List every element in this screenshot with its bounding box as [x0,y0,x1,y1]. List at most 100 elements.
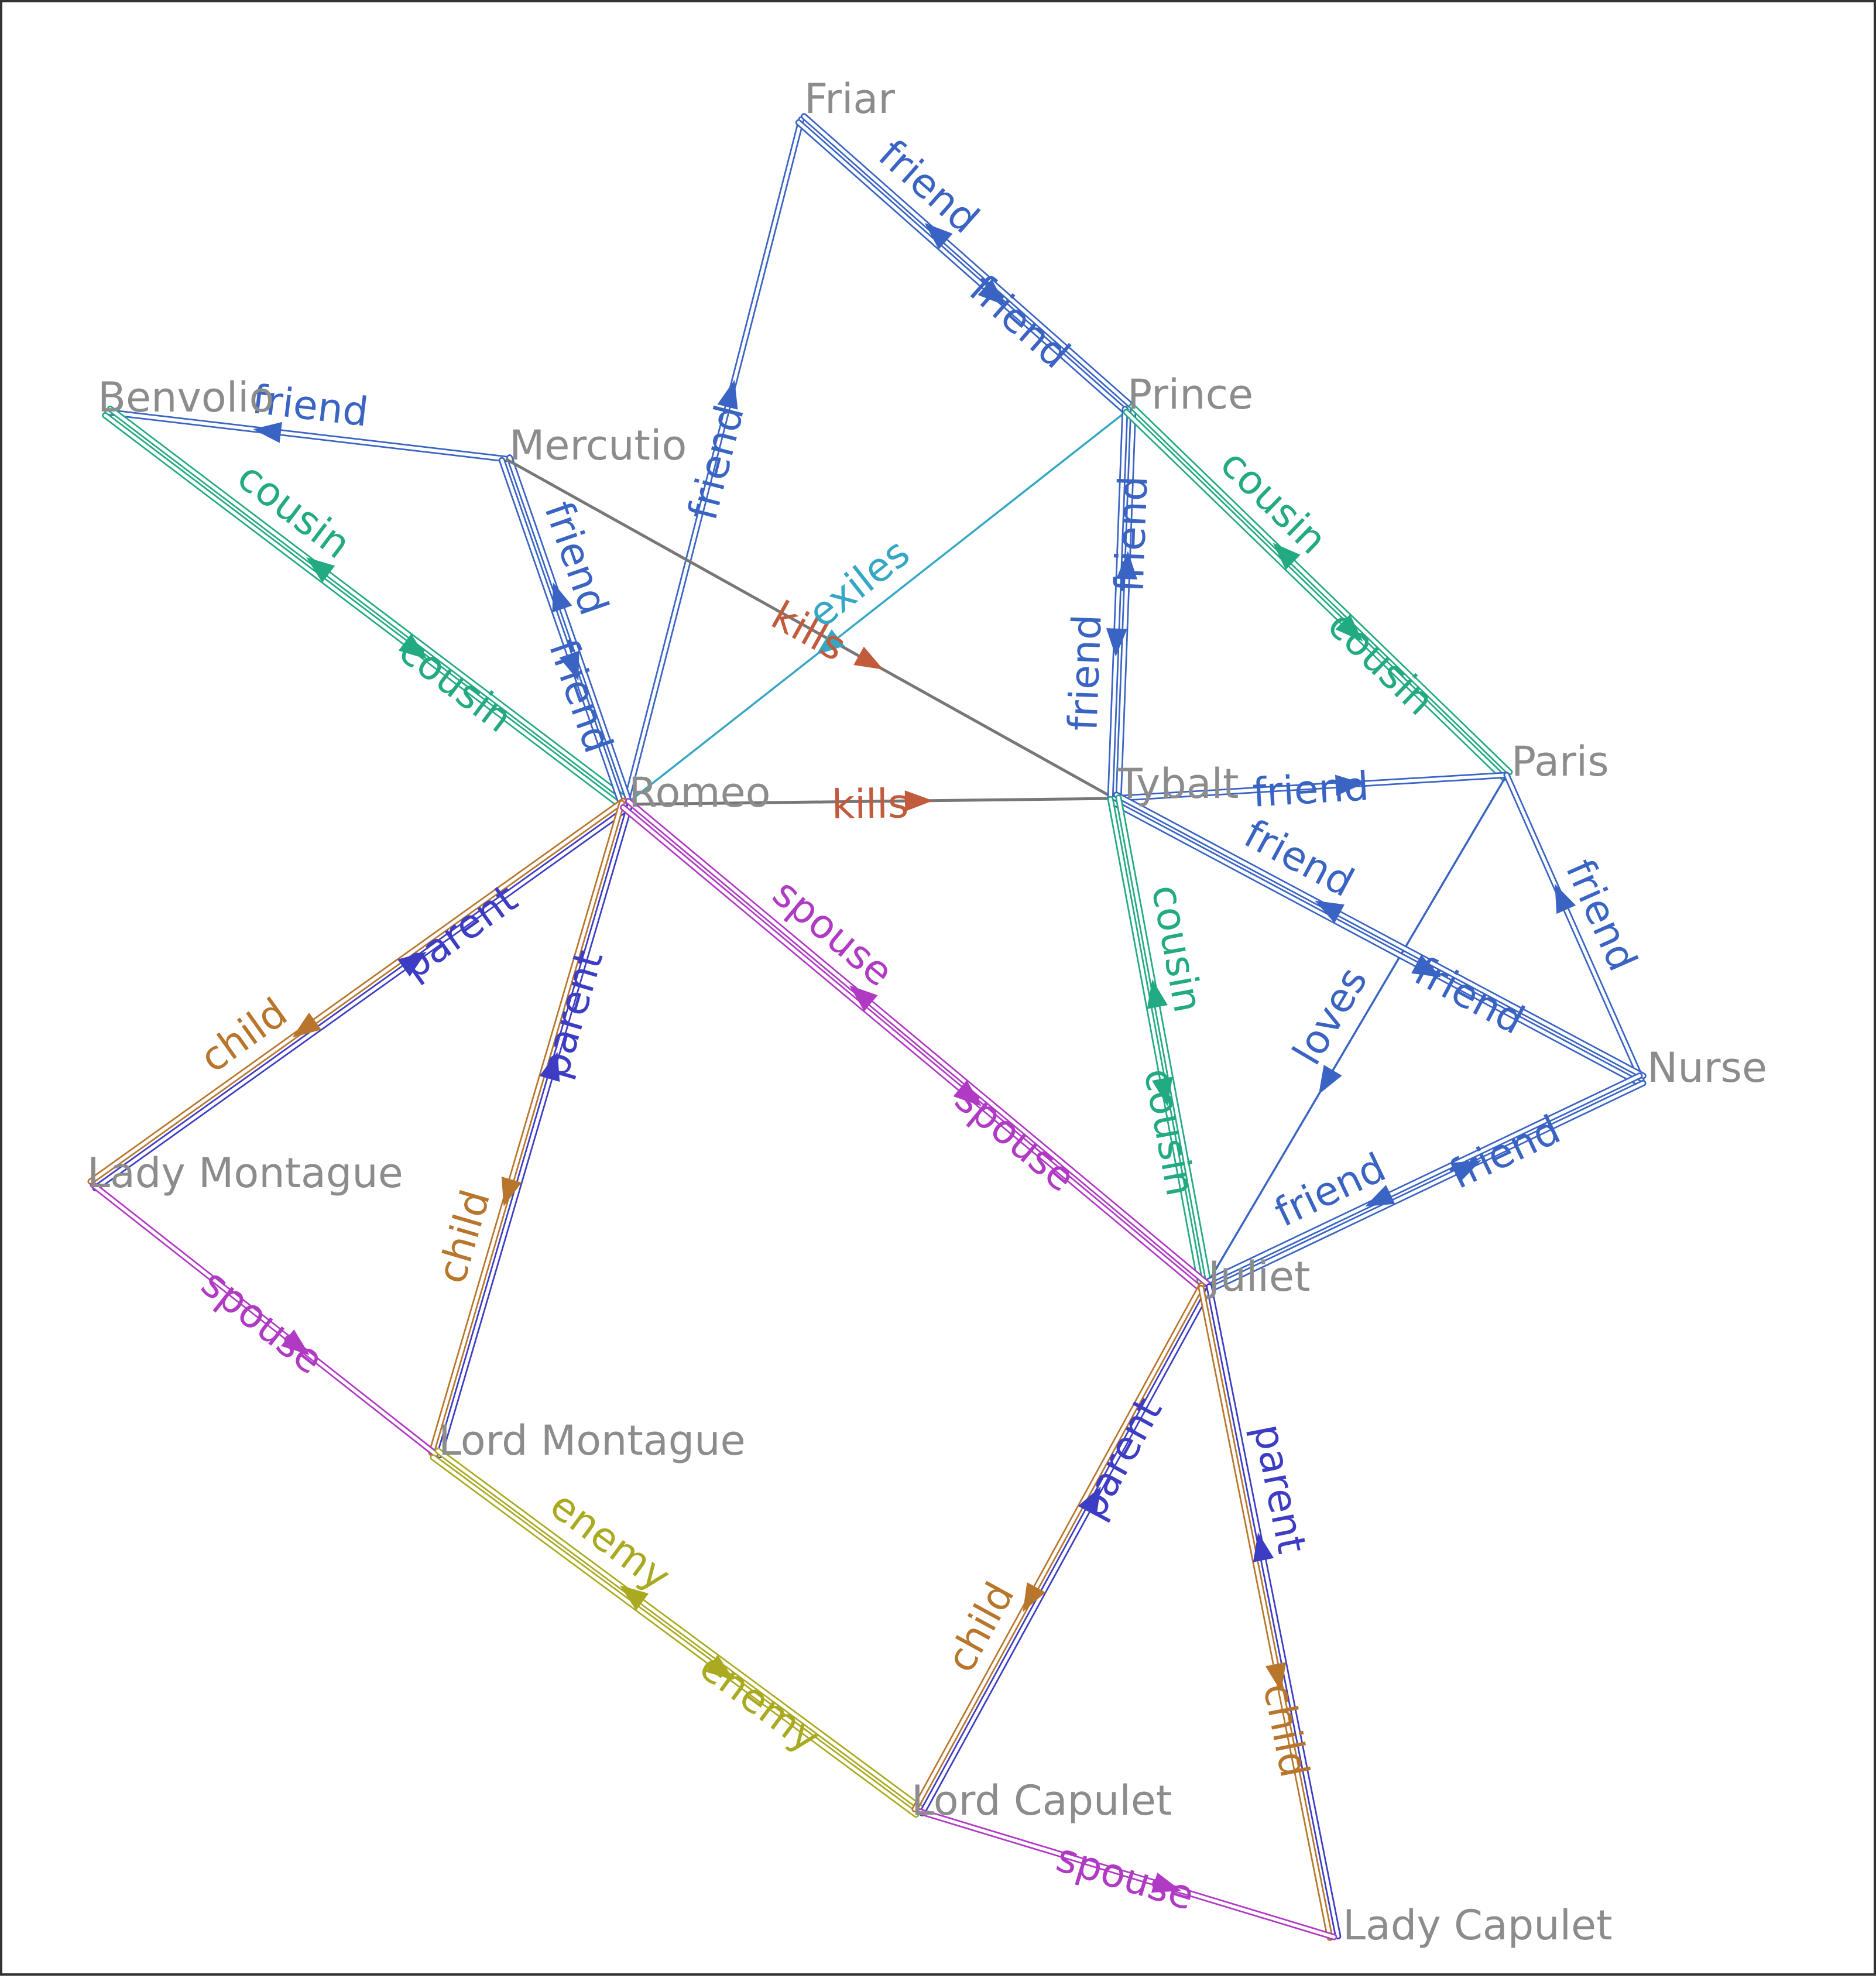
edge-arrowhead [552,582,572,613]
edge-line-inner [91,1183,437,1456]
edge-line-inner [621,805,1205,1293]
edge-arrowhead [1273,543,1301,570]
edge-line [625,408,1130,805]
node-label-prince: Prince [1127,371,1253,419]
node-label-friar: Friar [804,75,895,123]
edge-arrowhead [1151,1872,1181,1893]
edge-arrowhead [292,1012,321,1038]
edge-line-inner [1208,1284,1340,1938]
edge-line-inner [1505,773,1643,1081]
edge-line [505,457,1116,800]
edge-line-inner [1124,410,1505,780]
edge-line-inner [913,1283,1203,1811]
edge-label: child [1254,1679,1318,1781]
node-label-lady-montague: Lady Montague [87,1149,403,1197]
edge-arrowhead [1318,1065,1342,1095]
edge-line-inner [797,121,1129,414]
edge-layer [87,113,1647,1941]
node-label-lord-capulet: Lord Capulet [911,1777,1172,1825]
edge-label: parent [1244,1420,1315,1557]
edge-arrowhead [559,650,579,681]
node-label-juliet: Juliet [1206,1253,1310,1301]
edge-line-inner [500,458,624,808]
edge-line-inner [430,801,624,1455]
edge-arrowhead [1315,900,1345,923]
edge-arrowhead [619,1585,649,1611]
edge-line-inner [1109,797,1203,1290]
edge-arrowhead [1106,628,1127,657]
edge-line-inner [436,1449,922,1810]
edge-line-inner [920,1287,1210,1815]
edge-label: cousin [1134,1065,1203,1199]
node-label-nurse: Nurse [1647,1044,1767,1092]
edge-arrowhead [1365,1185,1395,1207]
edge-arrowhead [1411,955,1441,978]
edge-line-inner [431,1455,918,1816]
edge-line-inner [1117,407,1135,801]
edge-arrowhead [1147,979,1168,1009]
edge-label: child [428,1185,499,1288]
edge-label: loves [1284,959,1377,1072]
edge-label: cousin [1319,602,1443,724]
edge-arrowhead [1023,1582,1046,1612]
edge-line-inner [802,115,1134,408]
edge-arrowhead [904,790,933,812]
edge-arrowhead [306,557,335,583]
node-label-tybalt: Tybalt [1117,760,1239,808]
edge-line-inner [1205,1081,1645,1293]
edge-arrowhead [539,1051,560,1082]
edge-label: parent [531,945,612,1084]
edge-arrowhead [853,646,883,670]
edge-label: friend [680,400,753,525]
edge-label: kills [831,781,908,828]
edge-label: friend [961,266,1078,378]
edge-line-inner [1199,1286,1332,1940]
edge-arrowhead [1335,614,1363,642]
edge-label: spouse [193,1260,332,1384]
node-label-paris: Paris [1511,738,1609,786]
edge-line-inner [1202,1074,1641,1285]
edge-line-inner [626,799,1210,1286]
edge-label: friend [1251,763,1370,817]
edge-arrowhead [717,379,738,410]
node-label-mercutio: Mercutio [509,421,687,469]
node-label-lord-montague: Lord Montague [438,1417,746,1465]
edge-arrowhead [816,629,845,655]
edge-arrowhead [398,633,427,660]
edge-line [625,797,1115,806]
edge-arrowhead [281,1329,310,1355]
edge-line-inner [1110,800,1641,1085]
edge-line-inner [1130,404,1511,774]
edge-label: cousin [390,628,521,742]
edge-line-inner [94,805,630,1190]
edge-line-inner [89,799,625,1184]
edge-arrowhead [1253,1533,1274,1562]
edge-arrowhead [501,1176,522,1207]
edge-line-inner [1113,773,1508,800]
node-label-lady-capulet: Lady Capulet [1343,1901,1613,1949]
node-label-benvolio: Benvolio [98,373,274,421]
edge-line-inner [106,410,507,461]
edge-line-inner [437,804,632,1457]
edge-arrowhead [978,279,1006,306]
edge-arrowhead [953,1080,982,1106]
edge-label: friend [1060,613,1110,732]
edge-arrowhead [705,1654,735,1680]
edge-line-inner [507,455,632,805]
edge-arrowhead [397,951,427,977]
edge-line-inner [624,118,803,806]
edge-label: parent [1068,1390,1171,1527]
edge-label: spouse [1051,1835,1199,1919]
edge-label: enemy [691,1644,828,1762]
edge-arrowhead [849,985,878,1012]
edge-arrowhead [1116,551,1138,580]
edge-arrowhead [1265,1662,1287,1692]
edge-line [1204,774,1508,1288]
edge-arrowhead [924,222,953,250]
edge-label: friend [1442,1106,1568,1198]
edge-line-inner [1117,796,1211,1288]
edge-arrowhead [253,421,282,443]
